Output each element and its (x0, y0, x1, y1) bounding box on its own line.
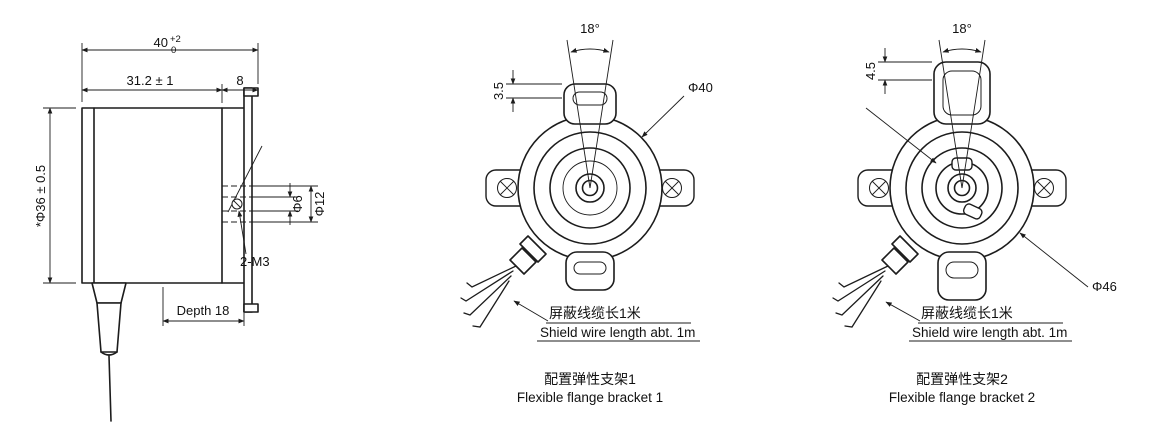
dim-total-width: 40 +2 0 (81, 34, 259, 102)
fv2-cable-label: 屏蔽线缆长1米 Shield wire length abt. 1m (885, 301, 1072, 342)
fv2-diameter-callout: Φ46 (1019, 232, 1117, 294)
dim-total-width-value: 40 (154, 35, 168, 50)
dim-boss-diameter-value: Φ12 (312, 192, 327, 217)
fv2-caption-cn: 配置弹性支架2 (916, 371, 1008, 387)
fv1-slot-dim: 3.5 (491, 70, 562, 112)
dim-body-diameter-value: *Φ36 ± 0.5 (33, 165, 48, 227)
hidden-shaft-lines (222, 185, 253, 223)
fv1-cable-label: 屏蔽线缆长1米 Shield wire length abt. 1m (513, 300, 700, 342)
fv1-cable-label-cn: 屏蔽线缆长1米 (549, 305, 641, 321)
fv2-slot-dim: 4.5 (863, 48, 932, 94)
fv2-slot-value: 4.5 (863, 62, 878, 80)
front-view-1: 18° 3.5 Φ40 屏蔽线缆长1米 Shield wire length a… (460, 21, 713, 405)
dim-depth: Depth 18 (162, 287, 245, 326)
fv1-diameter-callout: Φ40 (641, 80, 713, 138)
fv1-angle-value: 18° (580, 21, 600, 36)
fv1-diameter-value: Φ40 (688, 80, 713, 95)
dim-body-width: 31.2 ± 1 (81, 73, 223, 103)
dim-flange-width: 8 (221, 73, 259, 93)
fv2-angle-value: 18° (952, 21, 972, 36)
dim-shaft-diameter-value: Φ6 (290, 195, 305, 213)
dim-flange-width-value: 8 (236, 73, 243, 88)
side-cable (91, 282, 127, 422)
fv2-inner-circles (905, 131, 1019, 245)
fv1-cable (460, 235, 547, 328)
fv1-caption: 配置弹性支架1 Flexible flange bracket 1 (517, 371, 663, 405)
fv2-cable-label-en: Shield wire length abt. 1m (912, 325, 1067, 340)
encoder-body-outline (81, 107, 223, 284)
fv2-caption-en: Flexible flange bracket 2 (889, 390, 1035, 405)
screw-callout: 2-M3 (237, 210, 270, 269)
fv1-caption-en: Flexible flange bracket 1 (517, 390, 663, 405)
dim-total-width-tol-lower: 0 (171, 45, 176, 56)
fv2-caption: 配置弹性支架2 Flexible flange bracket 2 (889, 371, 1035, 405)
fv1-caption-cn: 配置弹性支架1 (544, 371, 636, 387)
fv1-cable-label-en: Shield wire length abt. 1m (540, 325, 695, 340)
fv2-cable (832, 235, 919, 328)
dim-shaft-diameter: Φ6 (252, 183, 305, 225)
dim-depth-value: Depth 18 (177, 303, 230, 318)
screw-callout-label: 2-M3 (240, 254, 270, 269)
fv1-angle-dim: 18° (566, 21, 614, 189)
front-view-2: 18° 4.5 Φ46 屏蔽线缆长1米 Shield wire length a… (832, 21, 1117, 405)
fv2-diameter-value: Φ46 (1092, 279, 1117, 294)
fv1-slot-value: 3.5 (491, 82, 506, 100)
fv2-clip-callout (865, 107, 937, 164)
dim-boss-diameter: Φ12 (252, 185, 327, 223)
fv1-bracket-tabs (563, 83, 617, 291)
fv2-angle-dim: 18° (938, 21, 986, 189)
dim-body-width-value: 31.2 ± 1 (127, 73, 174, 88)
side-view: 40 +2 0 31.2 ± 1 8 *Φ36 ± 0.5 Φ6 (33, 34, 327, 422)
fv2-cable-label-cn: 屏蔽线缆长1米 (921, 305, 1013, 321)
fv1-lug-screws (497, 178, 682, 198)
fv2-bracket-tabs (933, 61, 991, 301)
mounting-screw (227, 145, 263, 213)
dim-total-width-tol-upper: +2 (170, 34, 181, 45)
fv2-lug-screws (869, 178, 1054, 198)
dim-body-diameter: *Φ36 ± 0.5 (33, 107, 76, 284)
